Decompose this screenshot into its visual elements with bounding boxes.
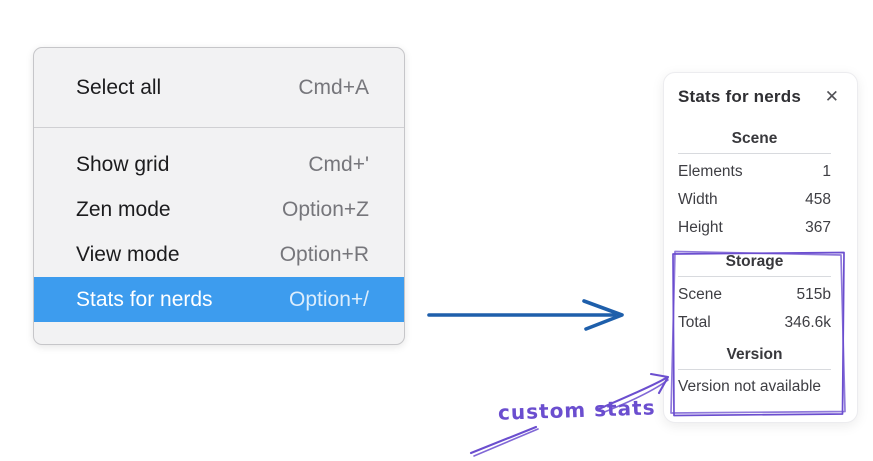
menu-item-view-mode[interactable]: View mode Option+R xyxy=(34,232,404,277)
stat-label: Height xyxy=(678,219,723,236)
panel-header: Stats for nerds ✕ xyxy=(678,87,839,107)
stat-value: 346.6k xyxy=(784,314,831,331)
menu-item-shortcut: Option+/ xyxy=(289,287,369,311)
stat-value: 367 xyxy=(805,219,831,236)
stat-row-total-storage: Total 346.6k xyxy=(678,309,831,337)
section-divider xyxy=(678,153,831,154)
stat-row-elements: Elements 1 xyxy=(678,158,831,186)
menu-item-label: Show grid xyxy=(76,152,170,176)
section-header-scene: Scene xyxy=(731,130,778,147)
stat-label: Scene xyxy=(678,286,722,303)
annotation-label: custom stats xyxy=(497,395,656,425)
menu-divider xyxy=(34,127,404,128)
close-icon[interactable]: ✕ xyxy=(824,86,839,107)
stat-row-height: Height 367 xyxy=(678,214,831,242)
stat-value: 1 xyxy=(822,163,831,180)
menu-item-zen-mode[interactable]: Zen mode Option+Z xyxy=(34,187,404,232)
stat-label: Total xyxy=(678,314,711,331)
menu-item-label: Zen mode xyxy=(76,197,171,221)
menu-item-label: Select all xyxy=(76,75,162,99)
menu-item-label: Stats for nerds xyxy=(76,287,213,311)
pointer-arrow-icon xyxy=(427,299,624,331)
menu-item-show-grid[interactable]: Show grid Cmd+' xyxy=(34,142,404,187)
menu-item-shortcut: Cmd+' xyxy=(308,152,369,176)
menu-item-stats-for-nerds[interactable]: Stats for nerds Option+/ xyxy=(34,277,404,322)
menu-item-select-all[interactable]: Select all Cmd+A xyxy=(34,48,404,127)
panel-title: Stats for nerds xyxy=(678,87,801,106)
stat-row-width: Width 458 xyxy=(678,186,831,214)
stat-label: Width xyxy=(678,191,718,208)
section-divider xyxy=(678,369,831,370)
stat-row-scene-storage: Scene 515b xyxy=(678,281,831,309)
stats-panel: Stats for nerds ✕ Scene Elements 1 Width… xyxy=(663,72,858,423)
stat-label: Elements xyxy=(678,163,743,180)
section-divider xyxy=(678,276,831,277)
menu-item-label: View mode xyxy=(76,242,180,266)
menu-item-shortcut: Cmd+A xyxy=(298,75,369,99)
context-menu: Select all Cmd+A Show grid Cmd+' Zen mod… xyxy=(33,47,405,345)
menu-item-shortcut: Option+R xyxy=(279,242,369,266)
stat-value: 458 xyxy=(805,191,831,208)
section-header-storage: Storage xyxy=(725,253,784,270)
section-header-version: Version xyxy=(726,346,783,363)
menu-item-shortcut: Option+Z xyxy=(282,197,369,221)
version-note: Version not available xyxy=(678,378,822,395)
menu-group: Show grid Cmd+' Zen mode Option+Z View m… xyxy=(34,128,404,322)
stat-value: 515b xyxy=(796,286,831,303)
